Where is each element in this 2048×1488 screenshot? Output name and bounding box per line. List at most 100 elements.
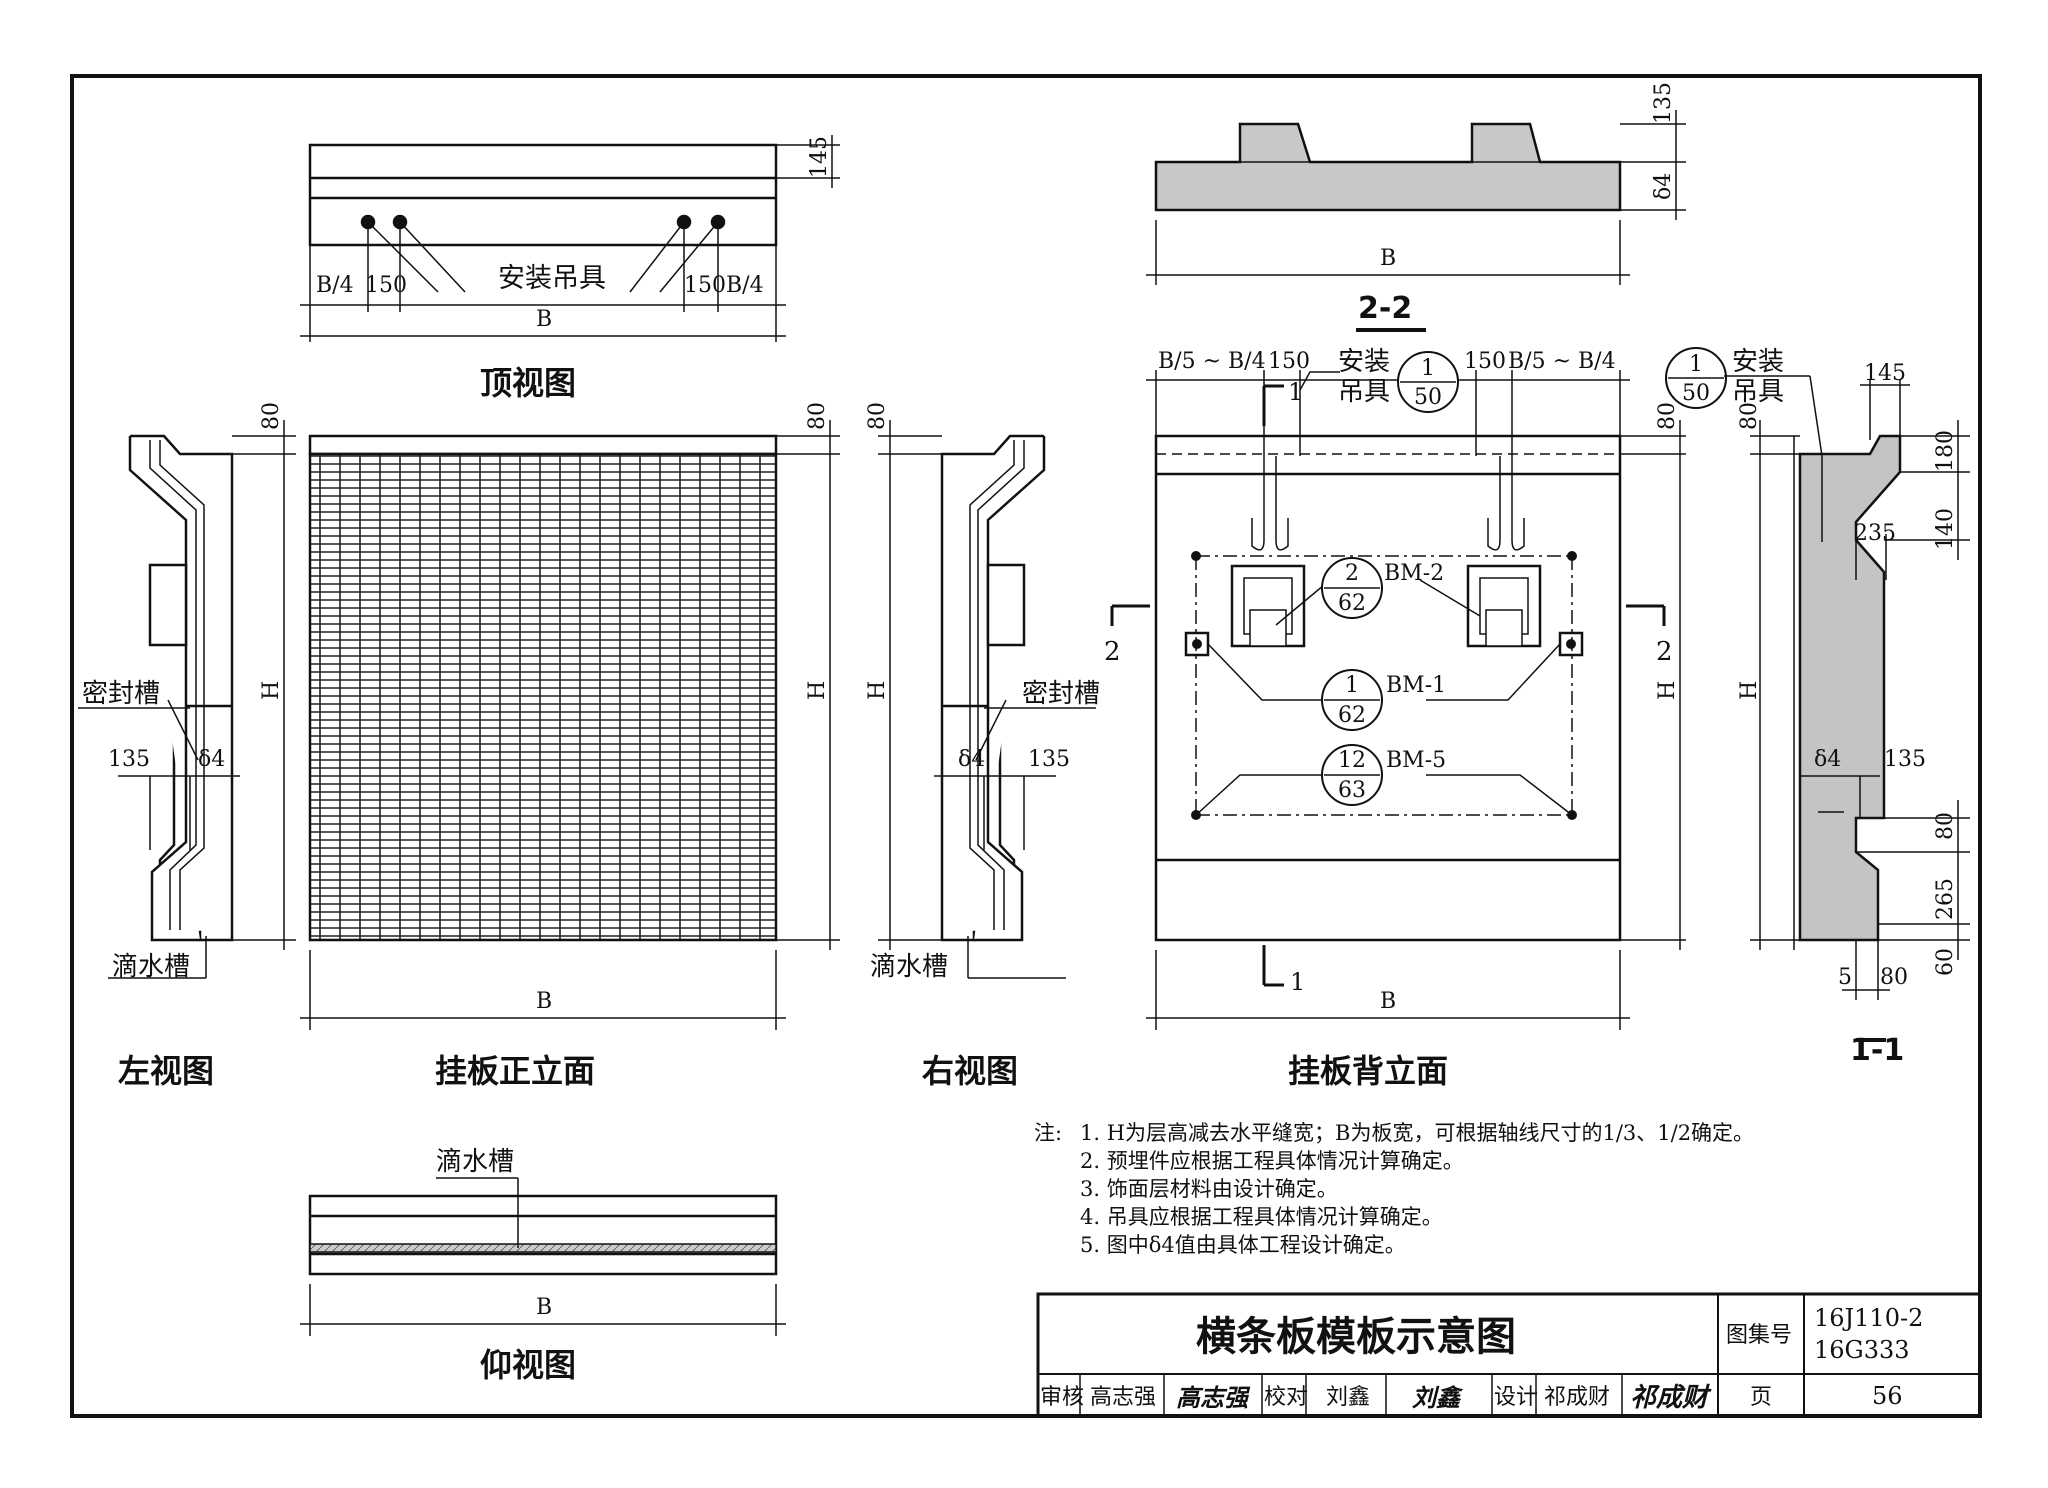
label-lifting-b-back: 吊具 <box>1338 377 1390 407</box>
dim-150-back-left: 150 <box>1268 349 1310 374</box>
ref-bm1-den: 62 <box>1338 703 1366 728</box>
dim-80-right: 80 <box>865 402 890 430</box>
dim-h-right: H <box>865 681 890 700</box>
atlas-number-1: 16J110-2 <box>1814 1304 1923 1332</box>
section-mark-2-right: 2 <box>1656 637 1673 667</box>
check-label: 校对 <box>1264 1385 1308 1410</box>
ref-bm5-num: 12 <box>1338 748 1366 773</box>
dim-h-front: H <box>805 681 830 700</box>
ref-bm2-name: BM-2 <box>1384 561 1444 586</box>
dim-b5b4-right: B/5 ~ B/4 <box>1508 349 1616 374</box>
title-left-view: 左视图 <box>118 1052 214 1090</box>
dim-b4-right: B/4 <box>726 273 764 298</box>
dim-150-left: 150 <box>365 273 407 298</box>
note-1: 1. H为层高减去水平缝宽；B为板宽，可根据轴线尺寸的1/3、1/2确定。 <box>1080 1121 1754 1145</box>
dim-80-s11-lower: 80 <box>1933 812 1958 840</box>
dim-h-s11: H <box>1737 681 1762 700</box>
label-delta4-s11: δ4 <box>1814 747 1841 772</box>
dim-b5b4-left: B/5 ~ B/4 <box>1158 349 1266 374</box>
title-back-elevation: 挂板背立面 <box>1288 1052 1448 1090</box>
dim-150-back-right: 150 <box>1464 349 1506 374</box>
page-number: 56 <box>1872 1382 1903 1410</box>
label-drip-groove-left: 滴水槽 <box>112 952 190 982</box>
dim-135-s22: 135 <box>1651 82 1676 124</box>
title-block <box>1036 1292 1982 1418</box>
ref-lift-11-den: 50 <box>1682 381 1710 406</box>
dim-b-s22: B <box>1380 246 1396 271</box>
dim-80-left: 80 <box>259 402 284 430</box>
label-lifting-a-11: 安装 <box>1732 347 1784 377</box>
top-view <box>300 135 840 342</box>
reviewer-name: 高志强 <box>1090 1385 1156 1410</box>
label-delta4-s22: δ4 <box>1651 173 1676 200</box>
note-4: 4. 吊具应根据工程具体情况计算确定。 <box>1080 1205 1443 1229</box>
dim-145-top: 145 <box>807 136 832 178</box>
title-top-view: 顶视图 <box>480 364 576 402</box>
label-lifting-top: 安装吊具 <box>498 263 606 294</box>
ref-bm2-num: 2 <box>1345 561 1359 586</box>
dim-h-back: H <box>1655 681 1680 700</box>
sheet-frame <box>70 74 1982 1418</box>
ref-lift-11-num: 1 <box>1689 352 1703 377</box>
dim-b-front: B <box>536 989 552 1014</box>
section-mark-1-bottom: 1 <box>1290 968 1305 996</box>
notes: 注: 1. H为层高减去水平缝宽；B为板宽，可根据轴线尺寸的1/3、1/2确定。… <box>1034 1121 1754 1257</box>
label-drip-groove-bottom: 滴水槽 <box>436 1147 514 1177</box>
ref-150-den: 50 <box>1414 385 1442 410</box>
ref-bm5-name: BM-5 <box>1386 748 1446 773</box>
checker-name: 刘鑫 <box>1326 1385 1370 1410</box>
dim-145-s11: 145 <box>1864 361 1906 386</box>
note-2: 2. 预埋件应根据工程具体情况计算确定。 <box>1080 1149 1464 1173</box>
title-bottom-view: 仰视图 <box>480 1346 576 1384</box>
dim-135-right: 135 <box>1028 747 1070 772</box>
right-view <box>940 434 1046 942</box>
bottom-view <box>308 1194 778 1276</box>
dim-180-s11: 180 <box>1933 430 1958 472</box>
ref-bm5-den: 63 <box>1338 778 1366 803</box>
dim-80-back: 80 <box>1655 402 1680 430</box>
page-label: 页 <box>1750 1385 1772 1410</box>
dim-265-s11: 265 <box>1933 878 1958 920</box>
front-elevation <box>308 434 778 942</box>
section-mark-2-left: 2 <box>1104 637 1121 667</box>
note-3: 3. 饰面层材料由设计确定。 <box>1080 1177 1338 1201</box>
ref-bm1-num: 1 <box>1345 673 1359 698</box>
left-view <box>128 434 234 942</box>
drawing-title: 横条板模板示意图 <box>1196 1314 1516 1360</box>
back-elevation <box>1154 434 1622 942</box>
designer-name: 祁成财 <box>1544 1385 1610 1410</box>
dim-235-s11: 235 <box>1854 521 1896 546</box>
dim-140-s11: 140 <box>1933 508 1958 550</box>
section-mark-1-top: 1 <box>1288 378 1303 406</box>
review-label: 审核 <box>1040 1385 1084 1410</box>
ref-bm1-name: BM-1 <box>1386 673 1446 698</box>
label-seal-groove-right: 密封槽 <box>1022 679 1100 709</box>
dim-b-back: B <box>1380 989 1396 1014</box>
title-front-elevation: 挂板正立面 <box>435 1052 595 1090</box>
dim-150-right: 150 <box>684 273 726 298</box>
checker-signature: 刘鑫 <box>1412 1383 1464 1412</box>
title-section-1-1: 1-1 <box>1850 1033 1904 1068</box>
section-1-1 <box>1798 434 1902 942</box>
designer-signature: 祁成财 <box>1630 1383 1712 1413</box>
dim-60-s11: 60 <box>1933 948 1958 976</box>
dim-80-front: 80 <box>805 402 830 430</box>
design-label: 设计 <box>1494 1385 1538 1410</box>
label-seal-groove-left: 密封槽 <box>82 679 160 709</box>
section-2-2 <box>1154 122 1622 212</box>
label-delta4-right: δ4 <box>958 747 985 772</box>
dim-80-s11-bottom: 80 <box>1880 965 1908 990</box>
notes-prefix: 注: <box>1034 1121 1062 1145</box>
label-lifting-a-back: 安装 <box>1338 347 1390 377</box>
dim-5-s11: 5 <box>1838 965 1852 990</box>
dim-b-top: B <box>536 307 552 332</box>
ref-bm2-den: 62 <box>1338 591 1366 616</box>
dim-h-left: H <box>259 681 284 700</box>
reviewer-signature: 高志强 <box>1176 1383 1251 1412</box>
label-lifting-b-11: 吊具 <box>1732 377 1784 407</box>
dim-135-left: 135 <box>108 747 150 772</box>
note-5: 5. 图中δ4值由具体工程设计确定。 <box>1080 1233 1406 1257</box>
title-section-2-2: 2-2 <box>1358 291 1412 326</box>
title-right-view: 右视图 <box>922 1052 1018 1090</box>
